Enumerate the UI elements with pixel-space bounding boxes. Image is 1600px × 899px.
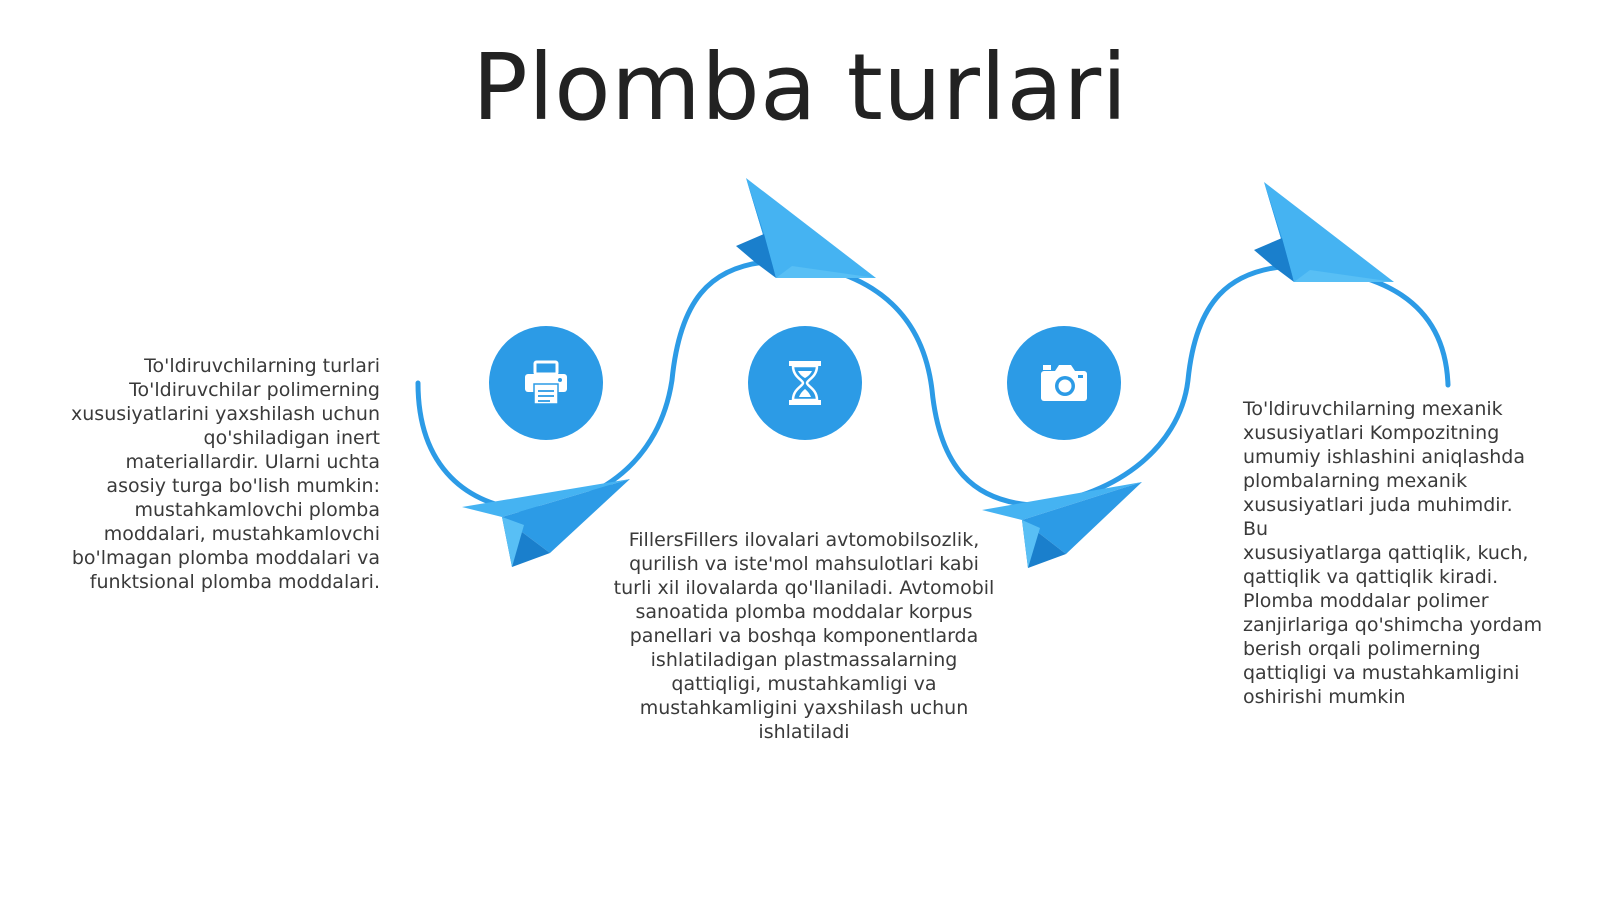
- paper-plane-icon: [462, 479, 630, 567]
- step-text-mechanical-properties: To'ldiruvchilarning mexanik xususiyatlar…: [1243, 398, 1543, 708]
- camera-icon: [1041, 365, 1087, 401]
- page-title: Plomba turlari: [472, 34, 1128, 141]
- step-circle-hourglass: [748, 326, 862, 440]
- step-text-types: To'ldiruvchilarning turlari To'ldiruvchi…: [71, 355, 380, 593]
- hourglass-icon: [789, 361, 821, 405]
- paper-plane-icon: [1254, 182, 1394, 282]
- paper-plane-icon: [736, 178, 876, 278]
- step-circle-printer: [489, 326, 603, 440]
- paper-plane-icon: [982, 482, 1142, 568]
- printer-icon: [525, 360, 567, 405]
- step-circle-camera: [1007, 326, 1121, 440]
- step-text-applications: FillersFillers ilovalari avtomobilsozlik…: [613, 529, 995, 743]
